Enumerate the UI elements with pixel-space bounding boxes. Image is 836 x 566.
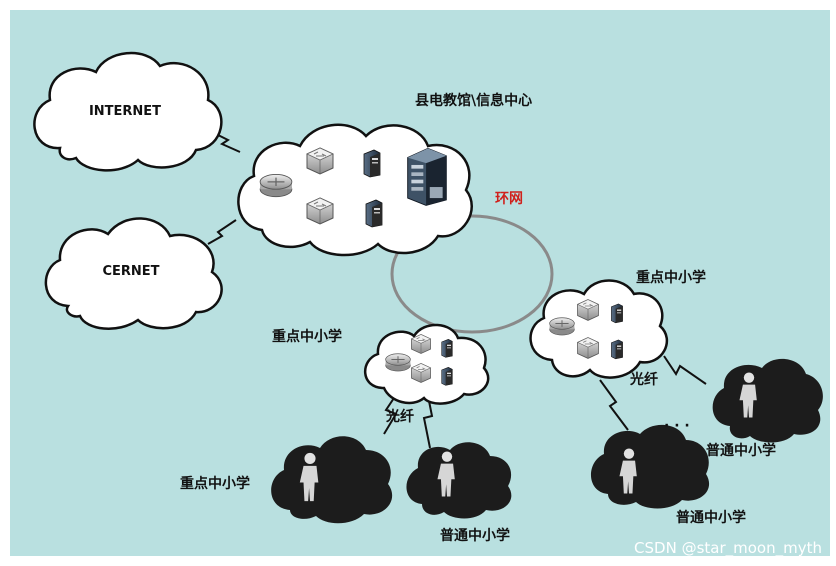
watermark: CSDN @star_moon_myth	[634, 539, 822, 558]
ellipsis-label: · · ·	[664, 418, 690, 434]
key-school-mid-label: 重点中小学	[272, 328, 342, 345]
server-icon	[611, 339, 623, 360]
dark-cloud-normal-school-right-bottom	[590, 424, 710, 509]
key-school-cloud-right	[529, 279, 669, 379]
switch-icon	[577, 337, 599, 359]
server-icon	[441, 338, 453, 358]
normal-school-right-bottom-label: 普通中小学	[676, 509, 746, 526]
server-icon	[363, 149, 381, 178]
ring-label: 环网	[495, 191, 523, 207]
switch-icon	[306, 197, 334, 225]
server-icon	[611, 303, 623, 324]
lightning-link-icon	[422, 395, 434, 449]
switch-icon	[411, 363, 431, 383]
lightning-link-icon	[383, 391, 399, 435]
normal-school-bottom-label: 普通中小学	[440, 527, 510, 544]
internet-label: INTERNET	[89, 104, 161, 119]
connection-lines	[207, 131, 707, 449]
lightning-link-icon	[211, 131, 241, 153]
key-school-bottom-label: 重点中小学	[180, 475, 250, 492]
server-rack-icon	[407, 147, 447, 206]
internet-cloud	[33, 51, 223, 172]
dark-cloud-key-school-bottom	[271, 436, 393, 524]
server-icon	[365, 199, 383, 228]
router-icon	[549, 317, 575, 336]
cernet-cloud	[44, 217, 223, 330]
dark-cloud-normal-school-bottom	[406, 442, 512, 519]
router-icon	[259, 173, 293, 198]
fiber-left-label: 光纤	[385, 408, 414, 425]
normal-school-far-right-label: 普通中小学	[706, 442, 776, 459]
lightning-link-icon	[599, 379, 629, 431]
lightning-link-icon	[663, 355, 707, 385]
dark-cloud-normal-school-far-right	[712, 358, 823, 443]
switch-icon	[411, 334, 431, 354]
center-label: 县电教馆\信息中心	[415, 92, 532, 109]
router-icon	[385, 353, 411, 372]
fiber-right-label: 光纤	[629, 371, 658, 388]
server-icon	[441, 366, 453, 386]
ring-network	[390, 214, 554, 334]
key-school-right-label: 重点中小学	[636, 269, 706, 286]
cernet-label: CERNET	[102, 264, 159, 279]
lightning-link-icon	[207, 219, 237, 245]
key-school-cloud-mid	[363, 323, 490, 405]
switch-icon	[306, 147, 334, 175]
switch-icon	[577, 299, 599, 321]
